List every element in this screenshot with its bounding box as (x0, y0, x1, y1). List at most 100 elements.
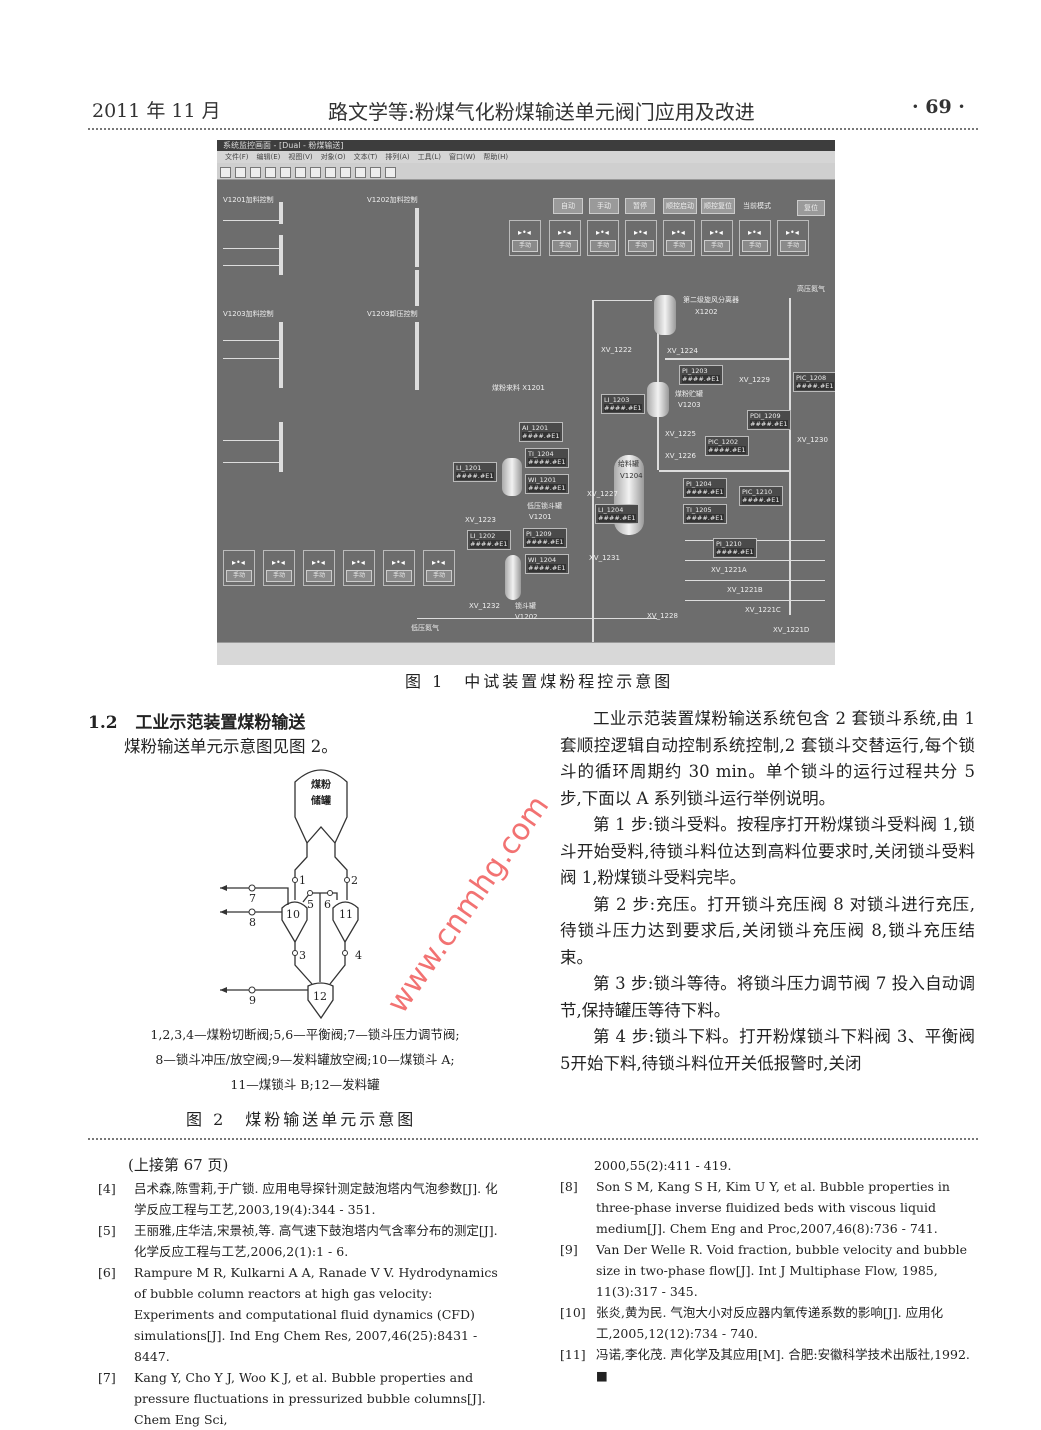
pipe (329, 942, 346, 985)
valve-icon (292, 877, 298, 883)
valve-label[interactable]: XV_1231 (589, 554, 620, 562)
instrument-tag: PI_1204####.#E1 (683, 478, 727, 498)
tool-icon[interactable] (235, 167, 246, 178)
arrow-icon (220, 987, 227, 993)
valve-control[interactable]: ▸•◂手动 (663, 220, 695, 256)
menu-item[interactable]: 文本(T) (353, 153, 378, 161)
vessel-v1203-label: 煤粉贮罐 (675, 390, 703, 398)
tool-icon[interactable] (295, 167, 306, 178)
running-title: 路文学等:粉煤气化粉煤输送单元阀门应用及改进 (328, 100, 755, 124)
legend-line: 8—锁斗冲压/放空阀;9—发料罐放空阀;10—煤锁斗 A; (155, 1052, 455, 1067)
vessel-v1201-label: 低压锁斗罐 (527, 502, 562, 510)
valve-label[interactable]: XV_1225 (665, 430, 696, 438)
menu-item[interactable]: 帮助(H) (483, 153, 509, 161)
mode-auto-button[interactable]: 自动 (553, 198, 583, 214)
vessel-v1202 (505, 555, 521, 600)
valve-label[interactable]: XV_1224 (667, 347, 698, 355)
figure-2-legend: 1,2,3,4—煤粉切断阀;5,6—平衡阀;7—锁斗压力调节阀; 8—锁斗冲压/… (90, 1022, 520, 1097)
valve-label[interactable]: XV_1221C (745, 606, 781, 614)
valve-label[interactable]: XV_1221B (727, 586, 763, 594)
menu-item[interactable]: 工具(L) (417, 153, 442, 161)
page-number: · 69 · (912, 96, 965, 118)
sequence-reset-button[interactable]: 顺控复位 (701, 198, 735, 214)
menu-item[interactable]: 排列(A) (385, 153, 410, 161)
menu-item[interactable]: 编辑(E) (256, 153, 281, 161)
label-8: 8 (249, 916, 256, 929)
paragraph: 第 3 步:锁斗等待。将锁斗压力调节阀 7 投入自动调节,保持罐压等待下料。 (560, 974, 975, 1020)
sequence-start-button[interactable]: 顺控启动 (663, 198, 697, 214)
valve-control[interactable]: ▸•◂手动 (625, 220, 657, 256)
toolbar (217, 163, 835, 180)
reference-continuation: 2000,55(2):411 - 419. (594, 1158, 732, 1173)
valve-label[interactable]: XV_1227 (587, 490, 618, 498)
reference-item: [4]吕术森,陈雪莉,于广锁. 应用电导探针测定鼓泡塔内气泡参数[J]. 化学反… (98, 1181, 498, 1217)
valve-control[interactable]: ▸•◂手动 (777, 220, 809, 256)
pipe (294, 843, 308, 900)
instrument-tag: AI_1201####.#E1 (519, 422, 563, 442)
tool-icon[interactable] (310, 167, 321, 178)
vessel-v1201 (502, 458, 522, 496)
menu-item[interactable]: 对象(O) (320, 153, 346, 161)
menu-item[interactable]: 视图(V) (288, 153, 313, 161)
valve-icon: ▸•◂ (432, 558, 445, 567)
valve-control[interactable]: ▸•◂手动 (223, 550, 255, 586)
vessel-v1204-id: V1204 (620, 472, 643, 480)
paragraph: 第 4 步:锁斗下料。打开粉煤锁斗下料阀 3、平衡阀5开始下料,待锁斗料位开关低… (560, 1027, 975, 1073)
valve-control[interactable]: ▸•◂手动 (303, 550, 335, 586)
label-7: 7 (249, 892, 256, 905)
label-6: 6 (324, 898, 331, 911)
hp-gas-label: 高压氮气 (797, 285, 825, 293)
tool-icon[interactable] (370, 167, 381, 178)
vessel-v1204-label: 给料罐 (618, 460, 639, 468)
instrument-tag: PDI_1209####.#E1 (747, 410, 791, 430)
section-heading: 1.2 工业示范装置煤粉输送 (88, 708, 305, 733)
tool-icon[interactable] (220, 167, 231, 178)
valve-control[interactable]: ▸•◂手动 (701, 220, 733, 256)
valve-label[interactable]: XV_1223 (465, 516, 496, 524)
valve-control[interactable]: ▸•◂手动 (509, 220, 541, 256)
tool-icon[interactable] (385, 167, 396, 178)
tool-icon[interactable] (340, 167, 351, 178)
menu-item[interactable]: 文件(F) (225, 153, 249, 161)
reference-item: [6]Rampure M R, Kulkarni A A, Ranade V V… (98, 1265, 498, 1364)
tool-icon[interactable] (250, 167, 261, 178)
continued-note: (上接第 67 页) (128, 1156, 229, 1174)
valve-label[interactable]: XV_1230 (797, 436, 828, 444)
tool-icon[interactable] (280, 167, 291, 178)
vessel-x1201-label: 煤粉来料 X1201 (492, 384, 545, 392)
pipe (294, 942, 313, 985)
group-title: V1203加料控制 (223, 310, 274, 318)
footnote-rule (88, 1138, 978, 1140)
section-title: 工业示范装置煤粉输送 (135, 713, 306, 733)
valve-control[interactable]: ▸•◂手动 (739, 220, 771, 256)
tool-icon[interactable] (265, 167, 276, 178)
valve-label[interactable]: XV_1226 (665, 452, 696, 460)
tool-icon[interactable] (325, 167, 336, 178)
valve-control[interactable]: ▸•◂手动 (383, 550, 415, 586)
reset-button[interactable]: 复位 (797, 200, 825, 216)
valve-control[interactable]: ▸•◂手动 (549, 220, 581, 256)
instrument-tag: WI_1204####.#E1 (525, 554, 569, 574)
menu-item[interactable]: 窗口(W) (449, 153, 476, 161)
valve-control[interactable]: ▸•◂手动 (343, 550, 375, 586)
valve-icon (307, 890, 313, 896)
valve-label[interactable]: XV_1232 (469, 602, 500, 610)
instrument-tag: PI_1203####.#E1 (679, 365, 723, 385)
valve-label[interactable]: XV_1229 (739, 376, 770, 384)
window-title: 系统监控画面 - [Dual - 粉煤输送] (217, 140, 835, 151)
mode-pause-button[interactable]: 暂停 (625, 198, 655, 214)
valve-control[interactable]: ▸•◂手动 (587, 220, 619, 256)
reference-item: [8]Son S M, Kang S H, Kim U Y, et al. Bu… (560, 1179, 950, 1236)
valve-label[interactable]: XV_1228 (647, 612, 678, 620)
mode-manual-button[interactable]: 手动 (589, 198, 619, 214)
valve-label[interactable]: XV_1221D (773, 626, 810, 634)
valve-control[interactable]: ▸•◂手动 (263, 550, 295, 586)
tool-icon[interactable] (355, 167, 366, 178)
vessel-v1202-id: V1202 (515, 613, 538, 621)
valve-control[interactable]: ▸•◂手动 (423, 550, 455, 586)
menu-bar: 文件(F) 编辑(E) 视图(V) 对象(O) 文本(T) 排列(A) 工具(L) 窗口(W)… (217, 151, 835, 163)
valve-label[interactable]: XV_1221A (711, 566, 747, 574)
figure-2-caption: 图 2 煤粉输送单元示意图 (186, 1110, 417, 1129)
body-text-right: 工业示范装置煤粉输送系统包含 2 套锁斗系统,由 1 套顺控逻辑自动控制系统控制… (560, 706, 975, 1077)
valve-label[interactable]: XV_1222 (601, 346, 632, 354)
